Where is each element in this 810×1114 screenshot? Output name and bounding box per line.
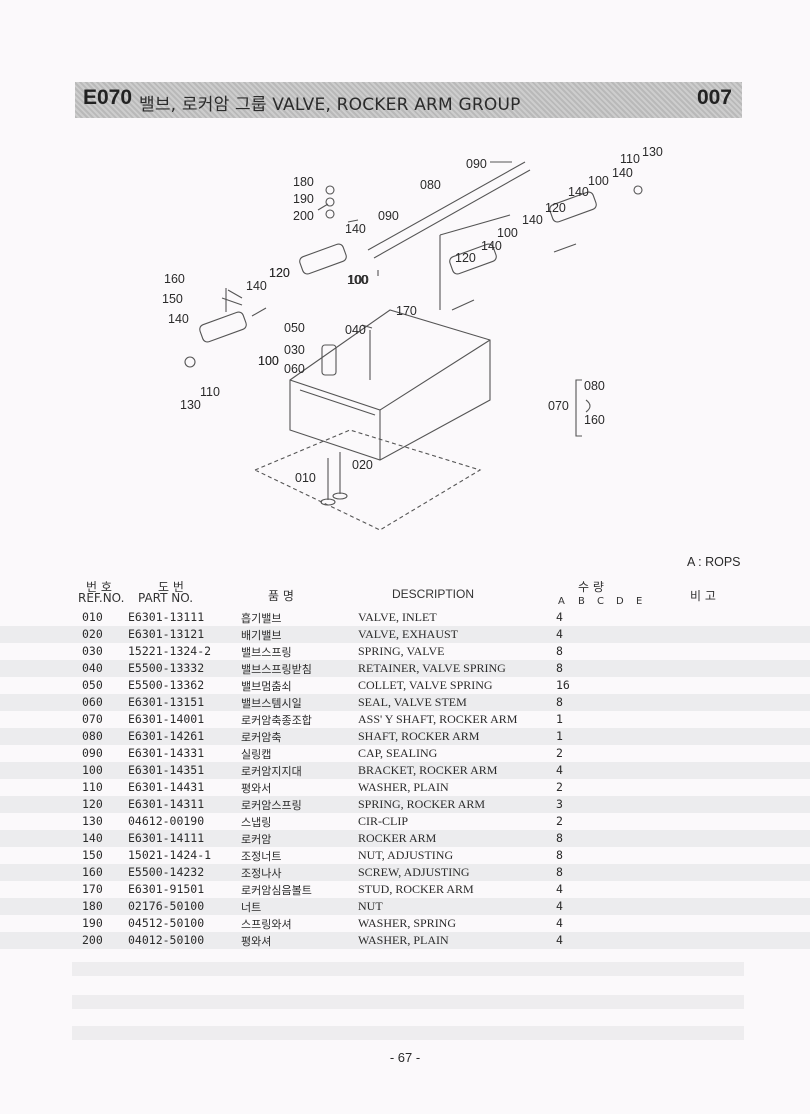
- callout-140-c: 140: [522, 213, 543, 227]
- header-ref-en: REF.NO.: [78, 591, 125, 605]
- callout-100-top: 100: [588, 174, 609, 188]
- callout-160: 160: [164, 272, 185, 286]
- callout-140-top: 140: [612, 166, 633, 180]
- callout-120-b: 120: [455, 251, 476, 265]
- rops-note: A : ROPS: [687, 555, 741, 569]
- callout-100-e: 100: [258, 354, 279, 368]
- callout-070: 070: [548, 399, 569, 413]
- empty-row-stripe: [72, 962, 744, 976]
- header-description: DESCRIPTION: [392, 587, 475, 601]
- header-qty-a: A: [558, 596, 565, 607]
- page-number: - 67 -: [389, 1050, 421, 1065]
- callout-130-top: 130: [642, 145, 663, 159]
- header-ref-kr: 번 호: [86, 580, 112, 594]
- header-qty-d: D: [616, 596, 624, 607]
- callout-180: 180: [293, 175, 314, 189]
- callout-080-assy: 080: [584, 379, 605, 393]
- callout-140-b: 140: [568, 185, 589, 199]
- header-qty-c: C: [597, 596, 604, 607]
- callout-160-assy: 160: [584, 413, 605, 427]
- callout-140-f: 140: [168, 312, 189, 326]
- callout-050: 050: [284, 321, 305, 335]
- section-title: 밸브, 로커암 그룹 VALVE, ROCKER ARM GROUP: [139, 95, 521, 115]
- callout-110: 110: [200, 385, 220, 399]
- callout-090-top: 090: [466, 157, 487, 171]
- callout-100-c: 100: [347, 273, 368, 287]
- header-name-kr: 품 명: [268, 589, 294, 603]
- callout-040: 040: [345, 323, 366, 337]
- callout-060: 060: [284, 362, 305, 376]
- callout-140-e: 140: [345, 222, 366, 236]
- header-remarks-kr: 비 고: [690, 589, 716, 603]
- callout-140-g: 140: [246, 279, 267, 293]
- callout-010: 010: [295, 471, 316, 485]
- callout-100-d: 100: [348, 273, 369, 287]
- exploded-parts-diagram: 180 190 200 090 080 090 110 130 140 100 …: [162, 145, 663, 531]
- callout-120-d: 120: [269, 266, 290, 280]
- callout-140-d: 140: [481, 239, 502, 253]
- header-qty-kr: 수 량: [578, 580, 604, 594]
- callout-120-c: 120: [269, 266, 290, 280]
- callout-170: 170: [396, 304, 417, 318]
- callout-150: 150: [162, 292, 183, 306]
- header-part-kr: 도 번: [158, 580, 184, 594]
- callout-100-b: 100: [497, 226, 518, 240]
- section-header-bar: E070 밸브, 로커암 그룹 VALVE, ROCKER ARM GROUP …: [75, 82, 742, 118]
- callout-190: 190: [293, 192, 314, 206]
- callout-130: 130: [180, 398, 201, 412]
- callout-030: 030: [284, 343, 305, 357]
- callout-020: 020: [352, 458, 373, 472]
- callout-080: 080: [420, 178, 441, 192]
- header-part-en: PART NO.: [138, 591, 194, 605]
- header-qty-e: E: [636, 596, 643, 607]
- empty-row-stripe: [72, 995, 744, 1009]
- section-code: E070: [83, 86, 133, 109]
- callout-090: 090: [378, 209, 399, 223]
- callout-110-top: 110: [620, 152, 640, 166]
- header-qty-b: B: [578, 596, 585, 607]
- section-page-code: 007: [696, 86, 732, 109]
- callout-200: 200: [293, 209, 314, 223]
- callout-100-f: 100: [258, 354, 279, 368]
- empty-row-stripe: [72, 1026, 744, 1040]
- callout-120-a: 120: [545, 201, 566, 215]
